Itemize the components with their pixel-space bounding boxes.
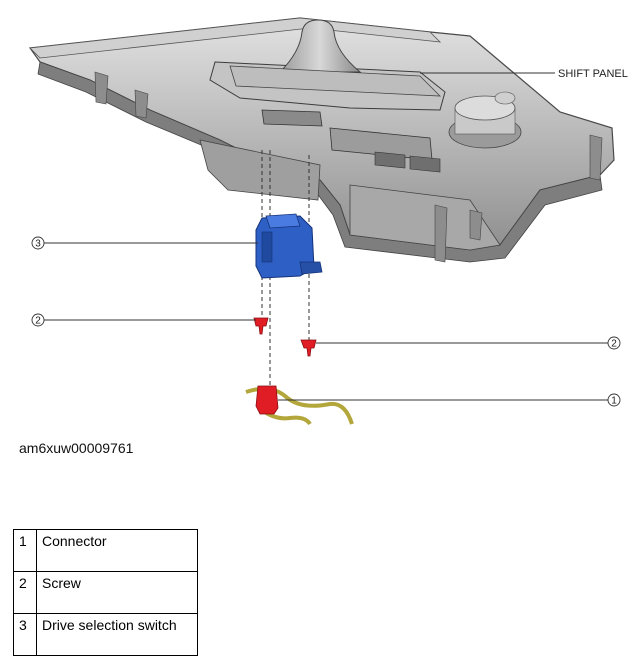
row-number: 3 xyxy=(13,613,37,656)
figure-id: am6xuw00009761 xyxy=(19,440,134,456)
callout-2-right: 2 xyxy=(316,336,621,350)
callout-number: 2 xyxy=(35,316,41,327)
exploded-diagram: SHIFT PANEL 3 2 2 1 xyxy=(28,17,628,426)
screw-left xyxy=(253,317,269,335)
drive-selection-switch xyxy=(255,213,323,279)
table-row: 2 Screw xyxy=(13,571,198,614)
shift-panel xyxy=(28,17,615,263)
connector xyxy=(255,385,279,415)
row-number: 1 xyxy=(13,529,37,572)
callout-2-left: 2 xyxy=(31,313,256,327)
table-row: 1 Connector xyxy=(13,529,198,572)
legend-table: 1 Connector 2 Screw 3 Drive selection sw… xyxy=(13,529,198,656)
callout-number: 2 xyxy=(611,339,617,350)
table-row: 3 Drive selection switch xyxy=(13,613,198,656)
row-description: Screw xyxy=(36,571,198,614)
shift-panel-label: SHIFT PANEL xyxy=(558,68,628,80)
callout-number: 3 xyxy=(35,239,41,250)
row-description: Drive selection switch xyxy=(36,613,198,656)
row-number: 2 xyxy=(13,571,37,614)
callout-number: 1 xyxy=(611,396,617,407)
screw-right xyxy=(300,339,317,357)
row-description: Connector xyxy=(36,529,198,572)
callout-3: 3 xyxy=(31,236,258,250)
callout-1: 1 xyxy=(278,393,621,407)
